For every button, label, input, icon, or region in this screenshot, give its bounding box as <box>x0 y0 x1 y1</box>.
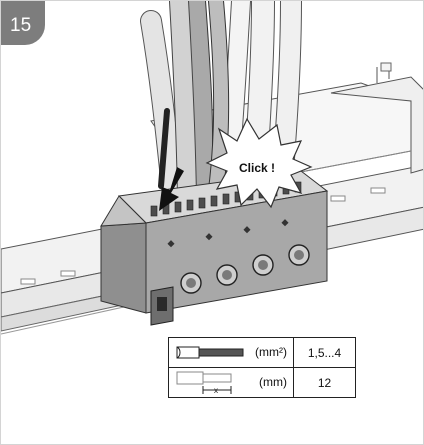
insert-arrow-icon <box>159 167 184 211</box>
click-callout-label: Click ! <box>239 161 275 175</box>
strip-length-value: 12 <box>293 367 356 398</box>
terminal-block <box>100 170 329 326</box>
strip-length-cell: x (mm) <box>168 367 294 398</box>
cross-section-unit: (mm²) <box>255 345 287 359</box>
step-badge: 15 <box>1 1 45 45</box>
click-callout: Click ! <box>205 117 313 209</box>
strip-length-dimension: x <box>214 386 218 395</box>
wire-cross-section-icon <box>176 346 244 359</box>
strip-length-icon: x <box>176 371 232 395</box>
cross-section-value: 1,5...4 <box>293 337 356 368</box>
step-number: 15 <box>10 15 31 36</box>
step-badge-shape <box>1 1 45 45</box>
strip-length-unit: (mm) <box>259 375 287 389</box>
table-row: x (mm) 12 <box>168 367 356 398</box>
table-row: (mm²) 1,5...4 <box>168 337 356 368</box>
cross-section-cell: (mm²) <box>168 337 294 368</box>
wire-spec-table: (mm²) 1,5...4 x (mm) 12 <box>168 337 356 398</box>
